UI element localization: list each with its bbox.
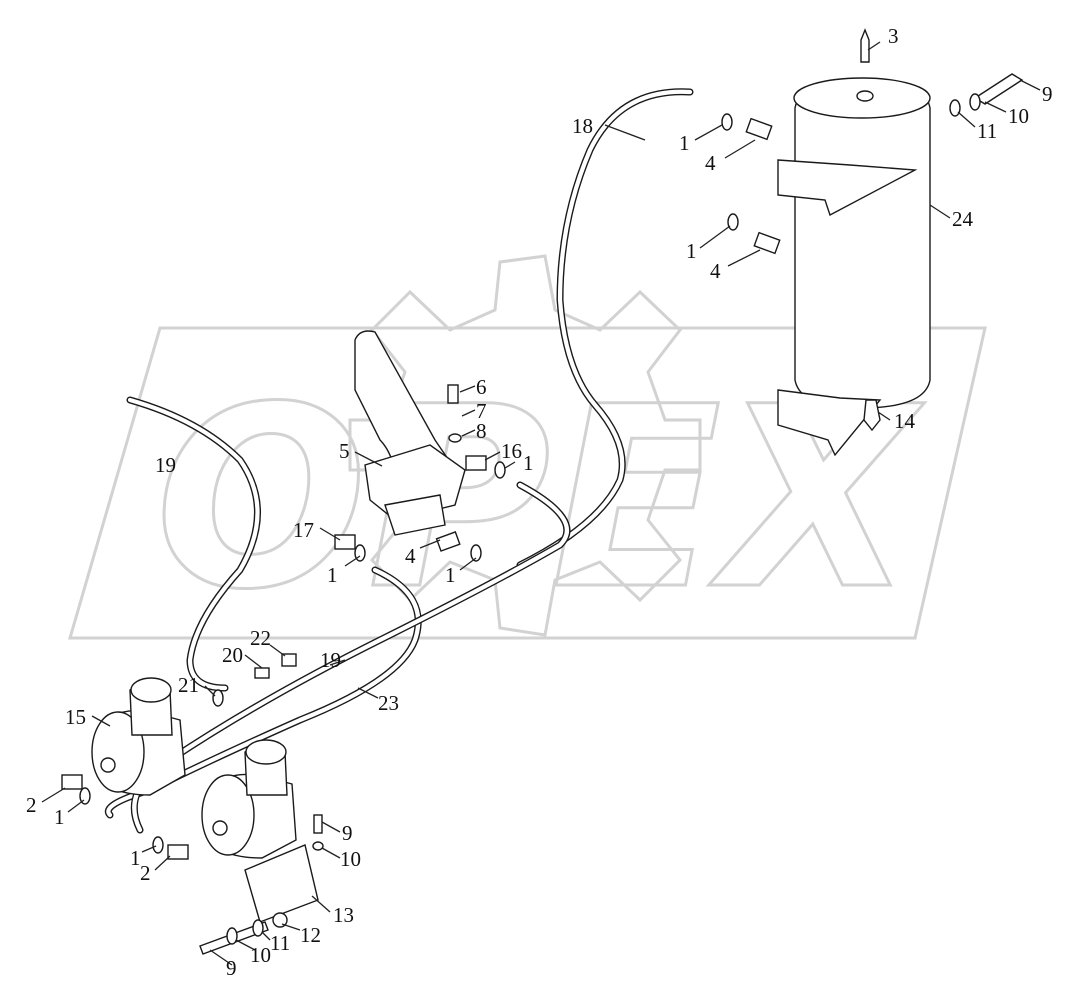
callout-2: 2 [140,861,151,885]
callout-17: 17 [293,518,314,542]
washer-1-middle [727,213,739,231]
tank-bracket-lower [777,389,882,457]
fitting-16 [465,455,487,471]
callout-12: 12 [300,923,321,947]
callout-1: 1 [54,805,65,829]
callout-16: 16 [501,439,522,463]
washer-11-upper [949,99,961,117]
callout-1: 1 [679,131,690,155]
washer-1-lower [470,544,482,562]
callout-15: 15 [65,705,86,729]
washer-1-upper [721,113,733,131]
washer-1-16 [494,461,506,479]
callout-11: 11 [270,931,290,955]
hose-18 [516,88,694,569]
callout-10: 10 [1008,104,1029,128]
brake-chamber-right [201,739,319,923]
callout-1: 1 [686,239,697,263]
fitting-17 [334,534,356,550]
fitting-4-lower [435,531,461,552]
callout-10: 10 [340,847,361,871]
callout-9: 9 [1042,82,1053,106]
callout-24: 24 [952,207,974,231]
callout-6: 6 [476,375,487,399]
callout-4: 4 [405,544,416,568]
washer-21 [212,689,224,707]
washer-8 [448,433,462,443]
washer-1-right [152,836,164,854]
callout-1: 1 [130,846,141,870]
callout-4: 4 [710,259,721,283]
callout-2: 2 [26,793,37,817]
callout-7: 7 [476,399,487,423]
tank-bracket-upper [777,159,918,217]
washer-10-upper [969,93,981,111]
callout-19: 19 [320,648,341,672]
hose-19 [126,396,261,692]
fitting-4-upper [745,117,773,141]
brake-valve-assembly [354,330,466,536]
callout-21: 21 [178,673,199,697]
callout-19: 19 [155,453,176,477]
callout-14: 14 [894,409,916,433]
callout-1: 1 [327,563,338,587]
fitting-4-middle [753,231,781,255]
callouts: 3 9 10 11 18 1 4 24 1 4 6 7 8 5 16 1 14 … [26,24,1053,980]
callout-22: 22 [250,626,271,650]
callout-9: 9 [226,956,237,980]
callout-20: 20 [222,643,243,667]
callout-5: 5 [339,439,350,463]
air-receiver-tank [777,28,931,457]
leader-lines [41,41,1041,966]
callout-8: 8 [476,419,487,443]
fitting-20 [254,667,270,679]
fitting-22 [281,653,297,667]
tank-valve-3 [860,28,870,63]
bolt-9-middle [313,814,323,834]
bolt-9-upper [973,73,1024,105]
bolt-6 [447,384,459,404]
mounting-bracket-13 [244,844,319,923]
fitting-2-right [167,844,189,860]
fitting-2-left [61,774,83,790]
callout-11: 11 [977,119,997,143]
tank-top-plug [856,90,874,102]
washer-10-lower [226,927,238,945]
callout-13: 13 [333,903,354,927]
callout-1: 1 [523,451,534,475]
washer-1-left [79,787,91,805]
callout-10: 10 [250,943,271,967]
callout-9: 9 [342,821,353,845]
brake-chamber-left [91,677,186,796]
nut-12 [272,912,288,928]
washer-10-middle [312,841,324,851]
callout-23: 23 [378,691,399,715]
callout-18: 18 [572,114,593,138]
fittings [61,73,1024,955]
callout-4: 4 [705,151,716,175]
callout-1: 1 [445,563,456,587]
callout-3: 3 [888,24,899,48]
washer-11-lower [252,919,264,937]
drain-valve [863,399,881,432]
